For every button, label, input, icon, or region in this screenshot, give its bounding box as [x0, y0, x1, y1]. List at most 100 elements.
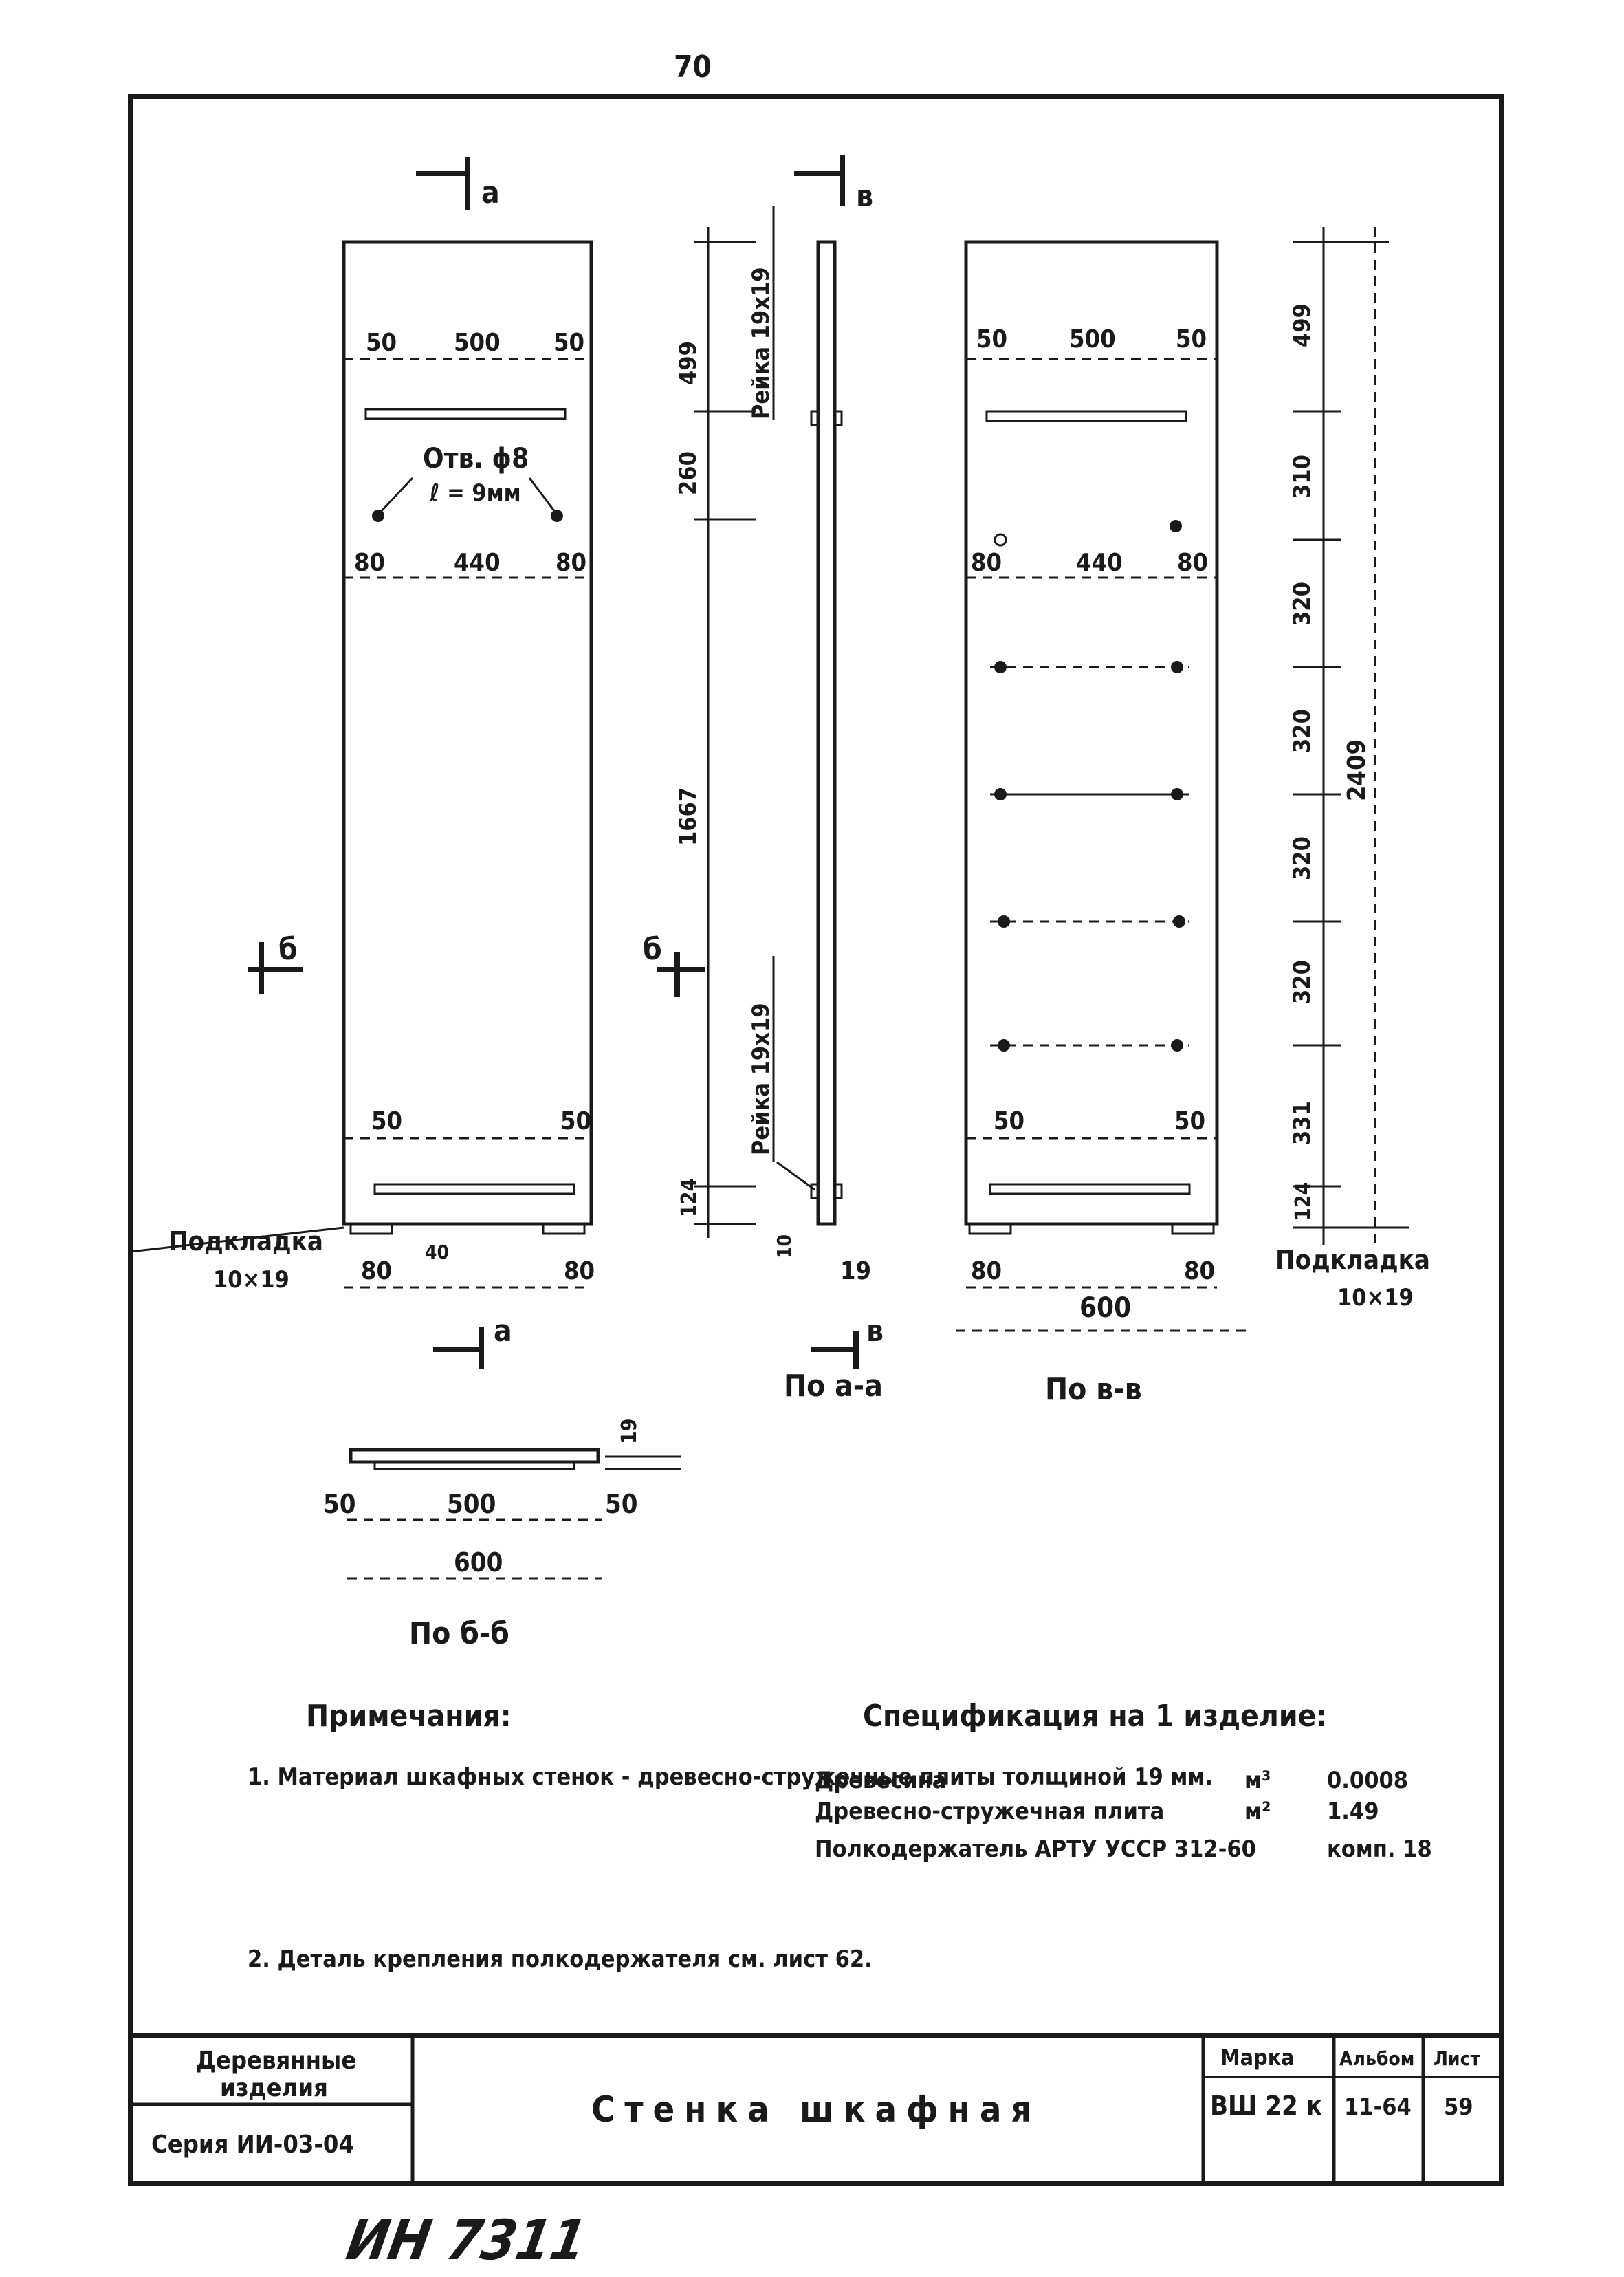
- tb-title: Стенка шкафная: [591, 2089, 1041, 2131]
- dim-bb-2: 500: [447, 1489, 496, 1519]
- rail-section-top: [833, 410, 843, 426]
- dim-bottom-a-2: 50: [560, 1107, 591, 1135]
- dim-v-aa-1: 499: [674, 341, 702, 385]
- note-1: 1. Материал шкафных стенок - древесно-ст…: [248, 1763, 1213, 1791]
- pad-label-a: Подкладка: [168, 1226, 323, 1256]
- dim-19-bb: 19: [617, 1418, 641, 1444]
- hole-dot: [994, 661, 1007, 673]
- pad-a-left: [349, 1223, 393, 1235]
- title-block: Деревянные изделия Серия ИИ-03-04 Стенка…: [131, 2033, 1502, 2183]
- dim-bb-3: 50: [605, 1489, 638, 1519]
- dim-v-b-8: 124: [1291, 1182, 1315, 1221]
- rail-label-bottom: Рейка 19х19: [747, 1003, 775, 1156]
- pad-a-right: [542, 1223, 586, 1235]
- cut-mark-v-top: в: [856, 179, 873, 214]
- hole-dot: [1171, 1039, 1183, 1052]
- dim-v-b-6: 320: [1288, 960, 1316, 1004]
- dim-pad-b-2: 80: [1184, 1257, 1215, 1285]
- panel-a-outline: [342, 240, 593, 1226]
- dim-holes-a-2: 440: [454, 549, 501, 577]
- handwritten-number: ИН 7311: [342, 2209, 591, 2273]
- dim-pad-a-2: 80: [564, 1257, 595, 1285]
- elevation-b: 50 500 50 80 440 80 50 50 80 80 600: [956, 227, 1430, 1407]
- hole-dot: [1171, 788, 1183, 800]
- hole-dot: [1171, 661, 1183, 673]
- leader-line: [528, 477, 558, 515]
- tb-mark-label: Марка: [1220, 2045, 1295, 2071]
- rail-top-b: [985, 410, 1187, 422]
- board-plan: [349, 1448, 600, 1464]
- spec-row-3-name: Полкодержатель АРТУ УССР 312-60: [815, 1835, 1256, 1863]
- dim-bottom-b-2: 50: [1174, 1107, 1205, 1135]
- tb-category-1: Деревянные: [196, 2047, 356, 2075]
- tb-category-2: изделия: [220, 2074, 328, 2102]
- cut-mark-v-bottom: в: [866, 1314, 884, 1349]
- dim-v-b-4: 320: [1288, 709, 1316, 753]
- panel-b-outline: [964, 240, 1219, 1226]
- tb-sheet-label: Лист: [1434, 2047, 1480, 2070]
- section-aa-title: По а-а: [784, 1369, 883, 1404]
- spec-row-3-value: комп. 18: [1327, 1835, 1432, 1863]
- leader-line: [776, 1161, 815, 1191]
- dim-top-b-2: 500: [1069, 325, 1116, 353]
- tb-album-label: Альбом: [1339, 2047, 1414, 2070]
- spec-row-1-unit: м³: [1244, 1767, 1271, 1794]
- dim-v-b-1: 499: [1288, 303, 1316, 347]
- spec-row-2-unit: м²: [1244, 1798, 1271, 1825]
- hole-dot: [998, 915, 1010, 928]
- specification-block: Спецификация на 1 изделие: Древесина м³ …: [815, 1699, 1432, 1863]
- elevation-b-title: По в-в: [1045, 1372, 1142, 1407]
- rail-bottom-b: [989, 1183, 1191, 1195]
- tb-series: Серия ИИ-03-04: [151, 2131, 354, 2159]
- pad-size-a: 10×19: [213, 1266, 289, 1294]
- dim-v-b-5: 320: [1288, 836, 1316, 880]
- dim-10: 10: [773, 1234, 795, 1259]
- dim-v-aa-3: 1667: [674, 787, 702, 846]
- cut-mark-b-middle: б: [643, 932, 662, 967]
- cut-mark-a-top: а: [481, 175, 500, 210]
- dim-top-a-2: 500: [454, 329, 501, 357]
- dim-v-aa-2: 260: [674, 451, 702, 495]
- dim-19: 19: [840, 1257, 871, 1285]
- spec-heading: Спецификация на 1 изделие:: [863, 1699, 1327, 1734]
- sheet-frame: [128, 94, 1504, 2186]
- page-number: 70: [674, 50, 712, 85]
- dim-bottom-a-1: 50: [371, 1107, 402, 1135]
- dim-pad-b-1: 80: [971, 1257, 1002, 1285]
- hole-dot: [551, 510, 563, 522]
- hole-depth: ℓ = 9мм: [429, 479, 521, 507]
- elevation-a: а 50 500 50 Отв. ϕ8 ℓ = 9мм 80 440 80 50…: [130, 157, 595, 1369]
- cut-mark-b-left: б: [278, 932, 298, 967]
- tb-sheet-value: 59: [1444, 2093, 1473, 2121]
- hole-dot: [998, 1039, 1010, 1052]
- section-aa: в 499 260 1667 124 Рейка 19х19 Рейка 19х…: [643, 155, 884, 1404]
- dim-v-b-7: 331: [1288, 1101, 1316, 1145]
- rail-section-bottom: [833, 1183, 843, 1199]
- dim-holes-b-3: 80: [1177, 549, 1208, 577]
- note-2: 2. Деталь крепления полкодержателя см. л…: [248, 1946, 873, 1973]
- dim-bottom-b-1: 50: [994, 1107, 1024, 1135]
- tb-album-value: 11-64: [1344, 2093, 1412, 2121]
- dim-holes-a-3: 80: [556, 549, 586, 577]
- dim-v-b-2: 310: [1288, 455, 1316, 499]
- board-section: [816, 240, 837, 1226]
- notes-heading: Примечания:: [306, 1699, 512, 1734]
- rail-label-top: Рейка 19х19: [747, 268, 775, 420]
- section-bb-title: По б-б: [409, 1616, 509, 1651]
- hole-dot: [994, 533, 1007, 547]
- dim-top-b-1: 50: [976, 325, 1007, 353]
- notes-block: Примечания: 1. Материал шкафных стенок -…: [248, 1699, 1213, 1973]
- hole-label: Отв. ϕ8: [423, 443, 529, 475]
- leader-line: [130, 1226, 344, 1253]
- hole-dot: [1170, 520, 1182, 532]
- spec-row-2-name: Древесно-стружечная плита: [815, 1798, 1164, 1825]
- cut-mark-a-bottom: а: [494, 1314, 512, 1349]
- pad-size-b: 10×19: [1337, 1284, 1414, 1311]
- pad-b-left: [968, 1223, 1012, 1235]
- rail-section-bottom: [810, 1183, 820, 1199]
- rail-section-top: [810, 410, 820, 426]
- rail-plan: [373, 1461, 575, 1470]
- dim-top-b-3: 50: [1176, 325, 1207, 353]
